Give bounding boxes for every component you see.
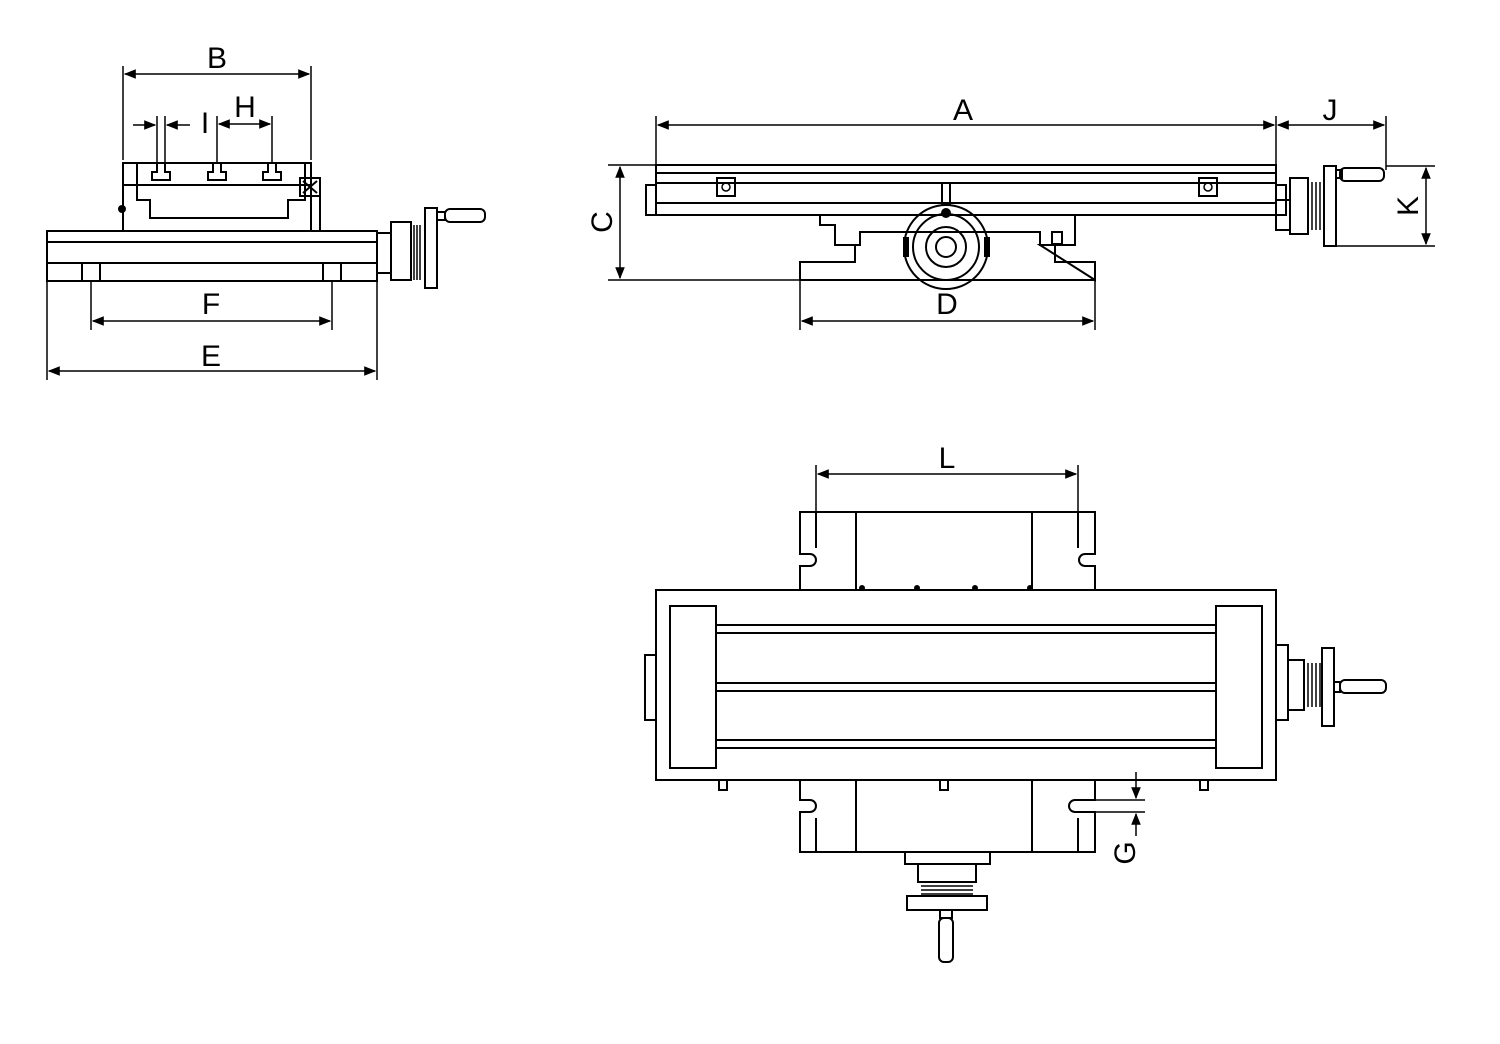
dim-label-k: K bbox=[1392, 196, 1425, 216]
front-view: A J C K D bbox=[586, 94, 1435, 330]
dim-f: F bbox=[90, 281, 333, 330]
dim-l: L bbox=[815, 442, 1079, 548]
end-view-handwheel bbox=[376, 207, 486, 289]
dim-label-e: E bbox=[201, 340, 221, 373]
dim-a: A bbox=[655, 94, 1277, 165]
dim-h: H bbox=[216, 91, 273, 163]
dim-c: C bbox=[586, 164, 800, 281]
top-view-handwheel bbox=[1287, 647, 1387, 727]
dim-j: J bbox=[1276, 94, 1387, 170]
dim-label-c: C bbox=[586, 211, 619, 233]
dim-label-l: L bbox=[939, 442, 956, 475]
dim-label-i: I bbox=[201, 107, 209, 140]
dim-label-a: A bbox=[953, 94, 973, 127]
front-view-cross-handwheel bbox=[903, 182, 990, 290]
dim-label-b: B bbox=[207, 42, 227, 75]
top-view-cross-handwheel bbox=[904, 851, 991, 963]
dim-label-f: F bbox=[202, 288, 220, 321]
end-view-base bbox=[46, 230, 378, 282]
top-view-base-upper bbox=[799, 511, 1096, 590]
dim-label-h: H bbox=[234, 91, 256, 124]
front-view-handwheel bbox=[1275, 165, 1385, 247]
dim-i: I bbox=[133, 107, 209, 163]
dim-k: K bbox=[1336, 165, 1435, 247]
dim-label-d: D bbox=[936, 288, 958, 321]
top-view: L G bbox=[644, 442, 1387, 963]
dim-e: E bbox=[46, 281, 378, 380]
dim-g: G bbox=[1095, 772, 1145, 865]
dim-d: D bbox=[799, 280, 1096, 330]
dim-label-g: G bbox=[1109, 841, 1142, 864]
dim-b: B bbox=[122, 42, 312, 160]
top-view-table bbox=[655, 589, 1277, 781]
dim-label-j: J bbox=[1323, 94, 1338, 127]
end-view: B I H F E bbox=[46, 42, 486, 380]
